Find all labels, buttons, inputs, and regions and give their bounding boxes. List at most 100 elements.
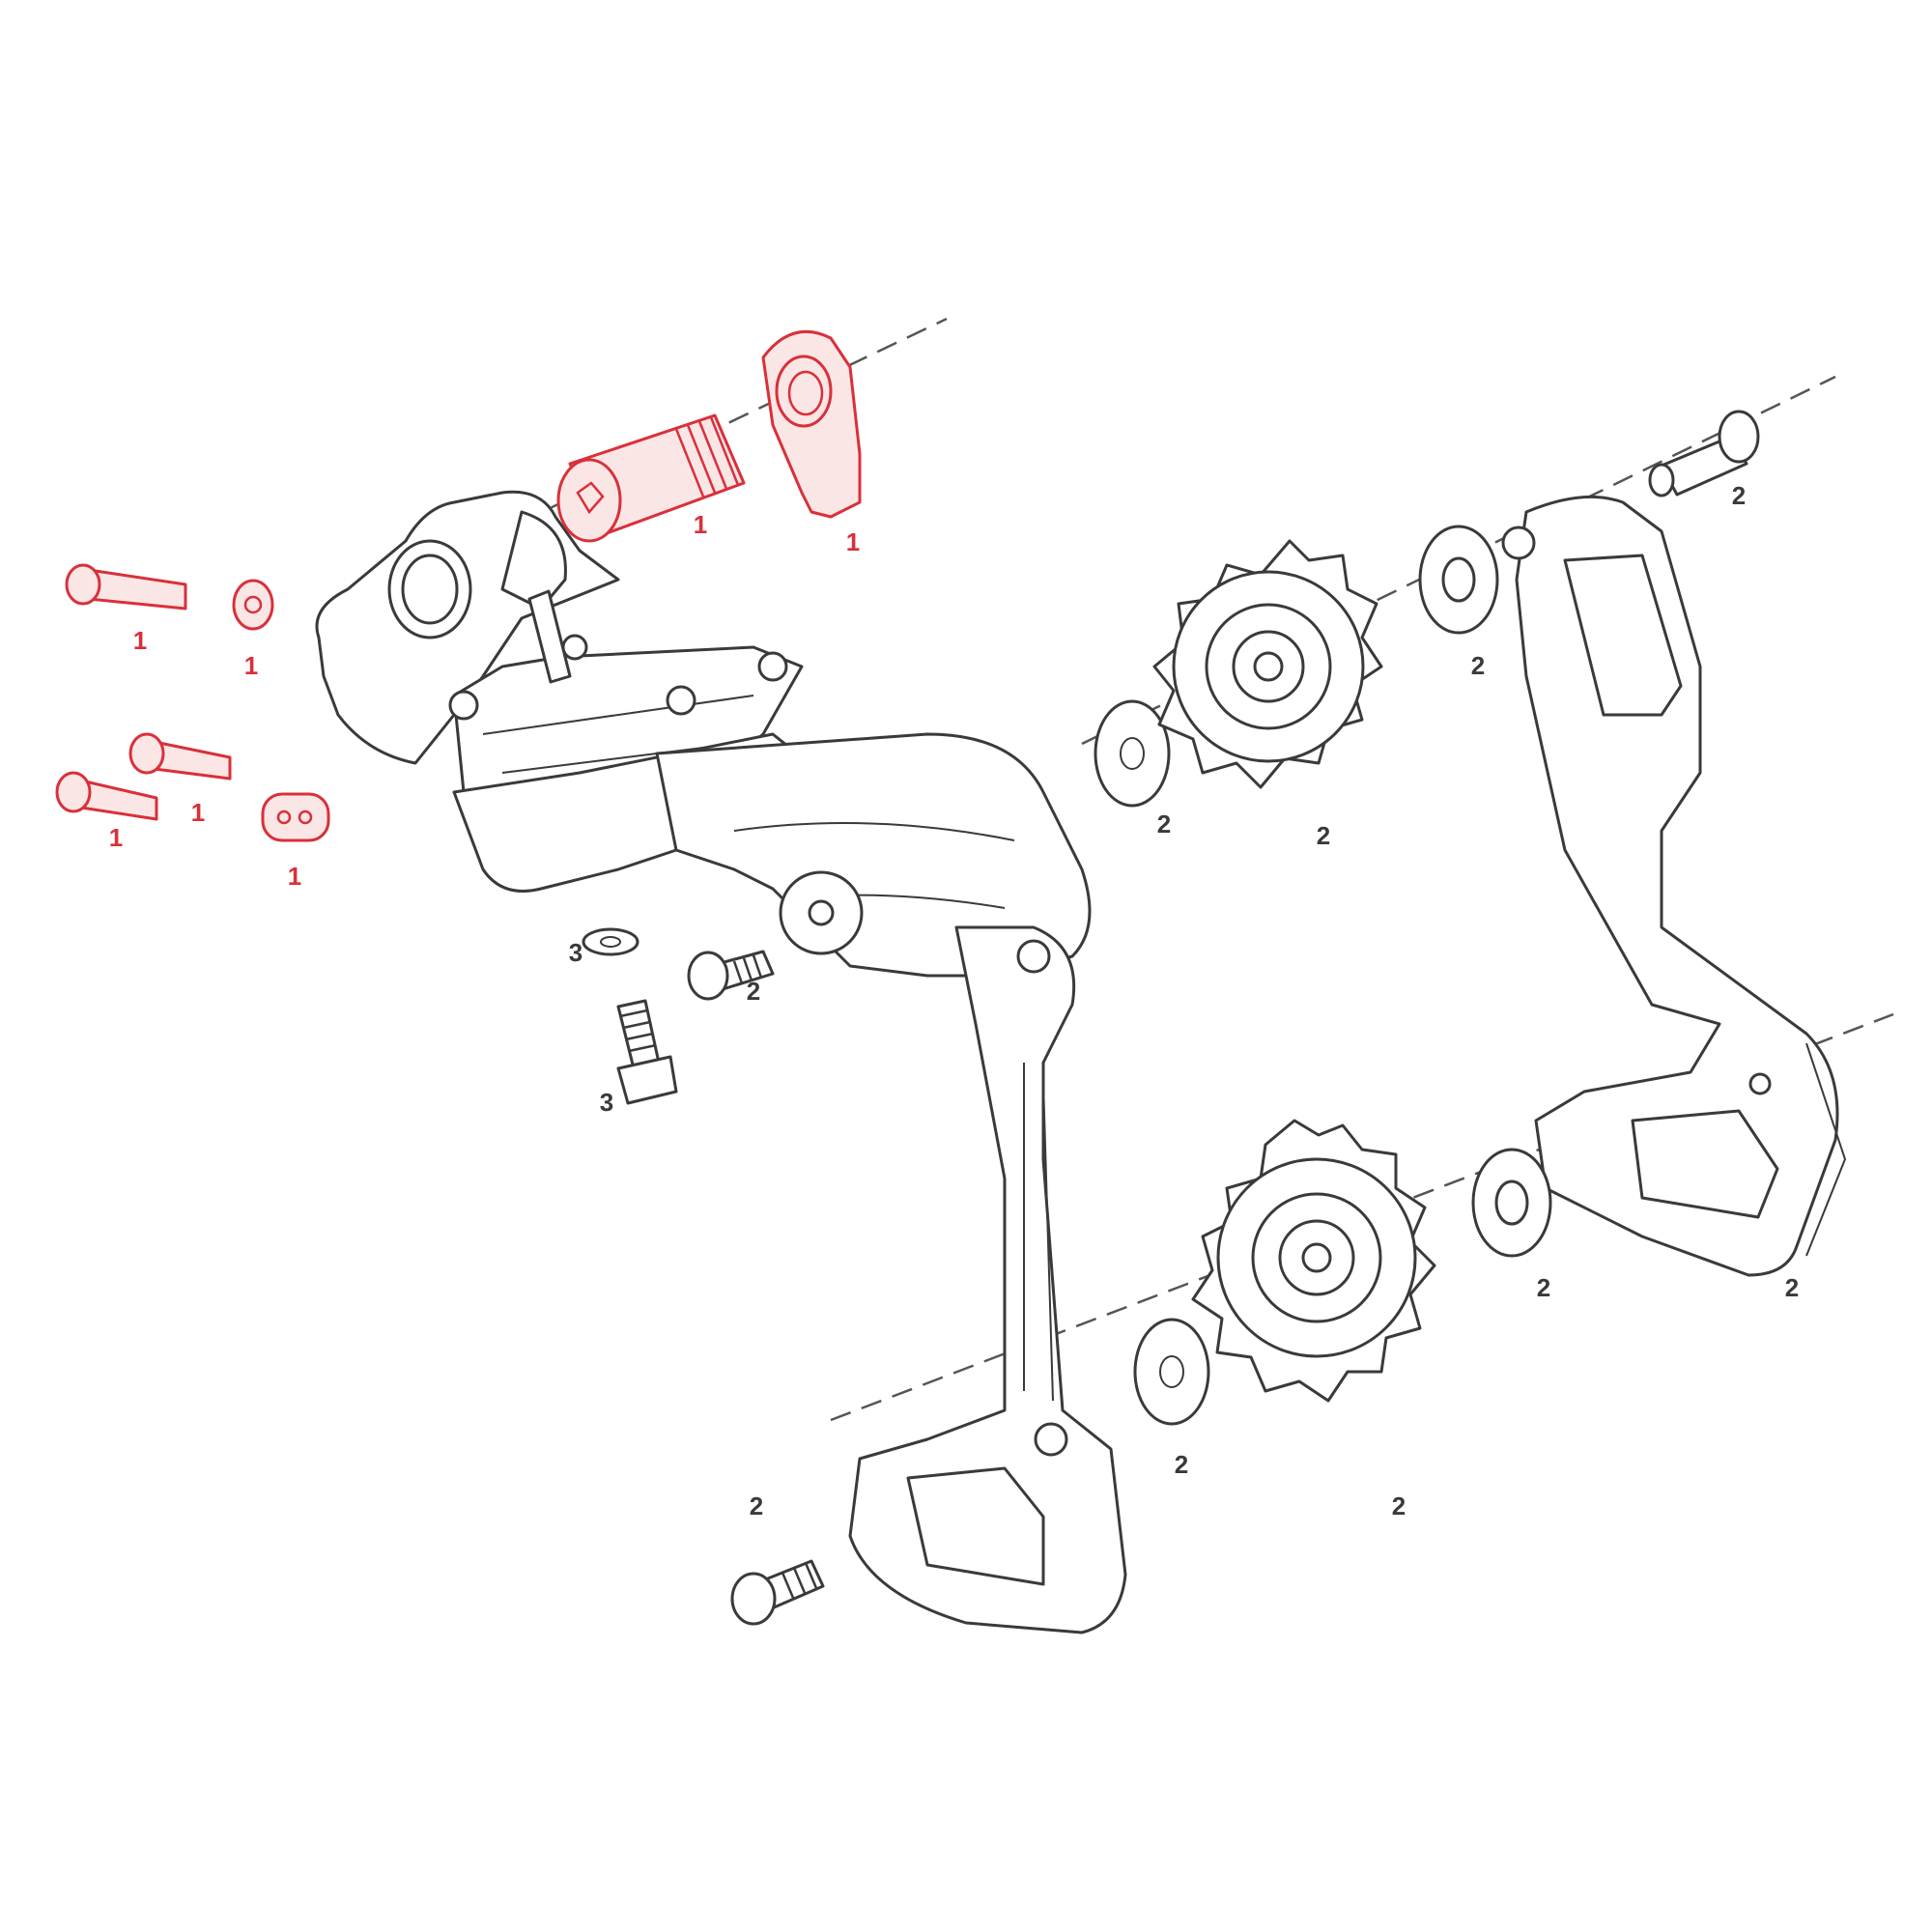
- callout-hanger-plate: 1: [846, 527, 860, 556]
- clamp-bolt-a-shank: [153, 740, 232, 781]
- cage-bolt-bottom-thread: [781, 1562, 818, 1599]
- pivot-bolt-small-head: [687, 951, 729, 1001]
- upper-pulley: [1152, 539, 1383, 789]
- upper-pulley-bore: [1253, 651, 1284, 682]
- callout-clamp-bolt-b: 1: [109, 823, 123, 852]
- b-knuckle-cap: [500, 510, 567, 611]
- clamp-nut-body: [261, 792, 330, 842]
- lower-washer-out-body: [1133, 1318, 1210, 1426]
- upper-pulley-bearing-inner: [1232, 630, 1305, 703]
- cage-bolt-top-tip: [1648, 463, 1675, 497]
- clamp-bolt-b-head: [55, 771, 92, 813]
- pivot-bolt-small-thread: [732, 954, 763, 984]
- clamp-bolt-b-shank: [79, 779, 158, 821]
- clamp-bolt-a: [128, 732, 232, 781]
- callout-limit-washer: 3: [569, 938, 582, 967]
- cage-bolt-top: [1648, 410, 1760, 497]
- upper-washer-out-hole: [1441, 556, 1476, 603]
- clamp-nut-hole-1: [276, 810, 292, 825]
- upper-washer-out-body: [1418, 525, 1499, 635]
- outer-cage-window-top: [1563, 554, 1683, 717]
- upper-pulley-washer-out: [1418, 525, 1499, 635]
- pivot-bolt-thread: [674, 416, 740, 497]
- inner-cage: [848, 925, 1127, 1634]
- lower-pulley-washer-in: [1471, 1148, 1552, 1258]
- limit-washer-body: [582, 927, 639, 956]
- outer-cage-window-bottom: [1631, 1109, 1779, 1219]
- link-pivot-4: [561, 634, 588, 661]
- p-knuckle-boss: [779, 870, 864, 955]
- lower-washer-out-hole: [1159, 1355, 1184, 1388]
- link-pivot-3: [757, 651, 788, 682]
- derailleur-body: [315, 490, 1127, 1634]
- outer-cage-edge: [1805, 1042, 1847, 1257]
- outer-cage-bottom-hole: [1748, 1072, 1772, 1095]
- pivot-bolt-small: [687, 950, 775, 1001]
- lower-pulley-bore: [1301, 1242, 1332, 1273]
- b-bolt: [65, 563, 187, 611]
- callout-cage-bolt-bottom: 2: [750, 1492, 763, 1520]
- upper-washer-in-hole: [1120, 737, 1145, 770]
- callout-upper-pulley: 2: [1317, 821, 1330, 850]
- cage-bolt-top-head: [1718, 410, 1760, 464]
- clamp-nut-hole-2: [298, 810, 313, 825]
- callout-pivot-bolt-small: 2: [747, 977, 760, 1006]
- cage-bolt-bottom: [730, 1559, 825, 1626]
- limit-screw-head: [616, 1055, 678, 1105]
- upper-pulley-washer-in: [1094, 699, 1171, 808]
- upper-washer-in-body: [1094, 699, 1171, 808]
- b-bolt-head: [65, 563, 101, 606]
- hanger-plate-hole-inner: [787, 370, 824, 416]
- callout-b-bolt-washer: 1: [244, 651, 258, 680]
- callout-upper-washer-in: 2: [1157, 810, 1171, 838]
- b-bolt-washer: [232, 579, 274, 631]
- limit-washer-hole: [600, 936, 621, 948]
- pivot-bolt-socket: [576, 481, 605, 515]
- main-pivot-bolt: [556, 413, 746, 543]
- callout-outer-cage: 2: [1785, 1273, 1799, 1302]
- lower-pulley-washer-out: [1133, 1318, 1210, 1426]
- callout-clamp-nut: 1: [288, 862, 301, 891]
- inner-cage-window: [906, 1466, 1045, 1586]
- callout-labels: 1 1 1 1 1 1 1 3 3 2 2 2 2 2 2 2 2 2 2: [109, 481, 1799, 1520]
- cage-bolt-bottom-head: [730, 1572, 777, 1626]
- p-knuckle: [655, 732, 1092, 978]
- limit-screw: [616, 999, 678, 1105]
- clamp-nut: [261, 792, 330, 842]
- callout-lower-washer-in: 2: [1175, 1450, 1188, 1479]
- b-bolt-washer-hole: [243, 595, 263, 614]
- lower-pulley: [1191, 1119, 1436, 1403]
- b-bolt-shank: [87, 568, 187, 611]
- outer-cage-plate: [1515, 495, 1839, 1277]
- outer-cage-top-boss: [1501, 526, 1536, 560]
- lower-washer-in-body: [1471, 1148, 1552, 1258]
- callout-lower-pulley: 2: [1392, 1492, 1406, 1520]
- link-pivot-1: [448, 690, 479, 721]
- callout-upper-washer-out: 2: [1471, 651, 1485, 680]
- lower-washer-in-hole: [1494, 1179, 1529, 1226]
- clamp-bolt-a-head: [128, 732, 165, 775]
- hanger-plate: [761, 329, 862, 519]
- cable-post: [527, 589, 572, 684]
- callout-limit-screw: 3: [600, 1088, 613, 1117]
- callout-main-pivot-bolt: 1: [694, 510, 707, 539]
- inner-cage-top-hole: [1016, 939, 1051, 974]
- clamp-bolt-b: [55, 771, 158, 821]
- limit-washer: [582, 927, 639, 956]
- link-pivot-2: [666, 685, 696, 716]
- b-knuckle-bore-inner: [401, 554, 459, 625]
- callout-cage-bolt-top: 2: [1732, 481, 1746, 510]
- pivot-bolt-head: [556, 458, 622, 543]
- outer-cage: [1501, 495, 1847, 1277]
- callout-b-bolt: 1: [133, 626, 147, 655]
- lower-pulley-bearing-inner: [1278, 1219, 1355, 1296]
- p-knuckle-boss-hole: [808, 899, 835, 926]
- callout-clamp-bolt-a: 1: [191, 798, 205, 827]
- inner-cage-bottom-hole: [1034, 1422, 1068, 1457]
- b-bolt-washer-body: [232, 579, 274, 631]
- callout-lower-washer-out: 2: [1537, 1273, 1550, 1302]
- inner-cage-rib: [1023, 1063, 1054, 1402]
- limit-screw-thread: [619, 1009, 657, 1053]
